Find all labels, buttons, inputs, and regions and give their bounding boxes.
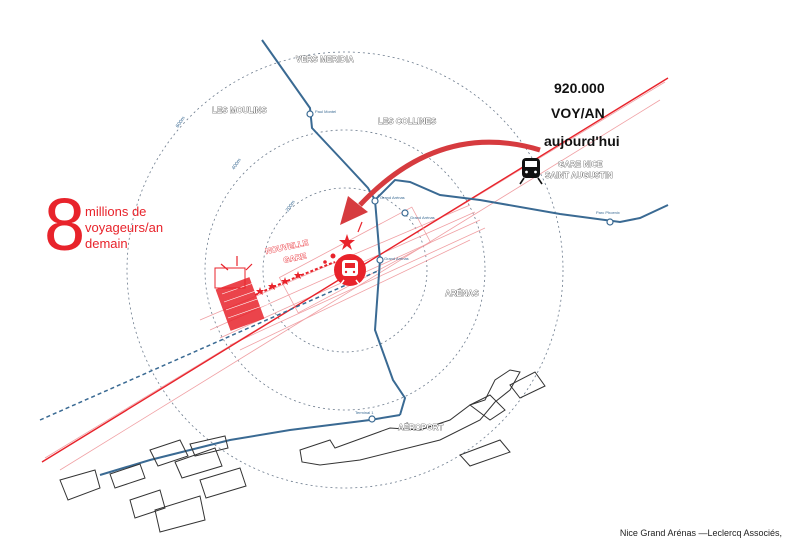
- future-traffic-line-1: millions de: [85, 204, 147, 219]
- future-traffic-line-2: voyageurs/an: [85, 220, 164, 235]
- sparkle-icon: [220, 221, 363, 271]
- future-traffic-line-3: demain: [85, 236, 128, 251]
- stop-grand-arenas-east: [401, 209, 409, 217]
- stop-label-grand-arenas-north: Grand Arénas: [380, 195, 405, 200]
- tram-line-branch: [374, 178, 669, 224]
- stop-label-grand-arenas-east: Grand Arénas: [410, 215, 435, 220]
- stop-paul-montel: [306, 110, 314, 118]
- label-nouvelle-gare-line2: GARE: [283, 251, 308, 265]
- arrow-to-new-station: [358, 139, 541, 207]
- current-traffic-when: aujourd'hui: [544, 133, 620, 149]
- stop-grand-arenas-north: [371, 197, 379, 205]
- zone-label-arenas: ARÉNAS: [445, 289, 479, 298]
- stop-parc-phoenix: [606, 218, 614, 226]
- stop-terminal-1: [368, 415, 376, 423]
- stop-label-terminal-1: Terminal 1: [355, 410, 374, 415]
- radius-label-400m: 400m: [231, 157, 243, 171]
- gare-nice-train-icon: [519, 158, 543, 185]
- stop-label-paul-montel: Paul Montel: [315, 109, 336, 114]
- current-traffic-unit: VOY/AN: [551, 105, 605, 121]
- stop-label-grand-arenas-south: Grand Arénas: [384, 256, 409, 261]
- label-gare-nice-line2: SAINT AUGUSTIN: [545, 171, 613, 180]
- label-gare-nice-line1: GARE NICE: [558, 160, 603, 169]
- current-traffic-count: 920.000: [554, 80, 605, 96]
- radius-label-600m: 600m: [175, 115, 187, 129]
- zone-label-les-moulins: LES MOULINS: [212, 106, 267, 115]
- airport-buildings: [59, 369, 546, 533]
- radius-circle-400m: [204, 129, 486, 411]
- future-traffic-text: millions de voyageurs/an demain: [85, 204, 163, 252]
- image-credit: Nice Grand Arénas —Leclercq Associés,: [619, 528, 782, 538]
- stop-grand-arenas-south: [376, 256, 384, 264]
- future-line-dashed: [39, 269, 381, 421]
- zone-label-aeroport: AÉROPORT: [398, 423, 443, 432]
- zone-label-vers-meridia: VERS MERIDIA: [296, 55, 354, 64]
- new-station-train-icon: [334, 254, 366, 286]
- star-icons: [256, 234, 355, 295]
- tram-line-north: [261, 39, 407, 416]
- radius-label-200m: 200m: [285, 199, 297, 213]
- arrow-head-icon: [340, 196, 368, 225]
- big-eight-number: 8: [44, 183, 86, 266]
- new-station-graphics: [214, 261, 336, 331]
- radius-circle-600m: [126, 51, 564, 489]
- zone-label-les-collines: LES COLLINES: [378, 117, 437, 126]
- stop-label-parc-phoenix: Parc Phoenix: [596, 210, 620, 215]
- radius-circle-200m: [262, 187, 428, 353]
